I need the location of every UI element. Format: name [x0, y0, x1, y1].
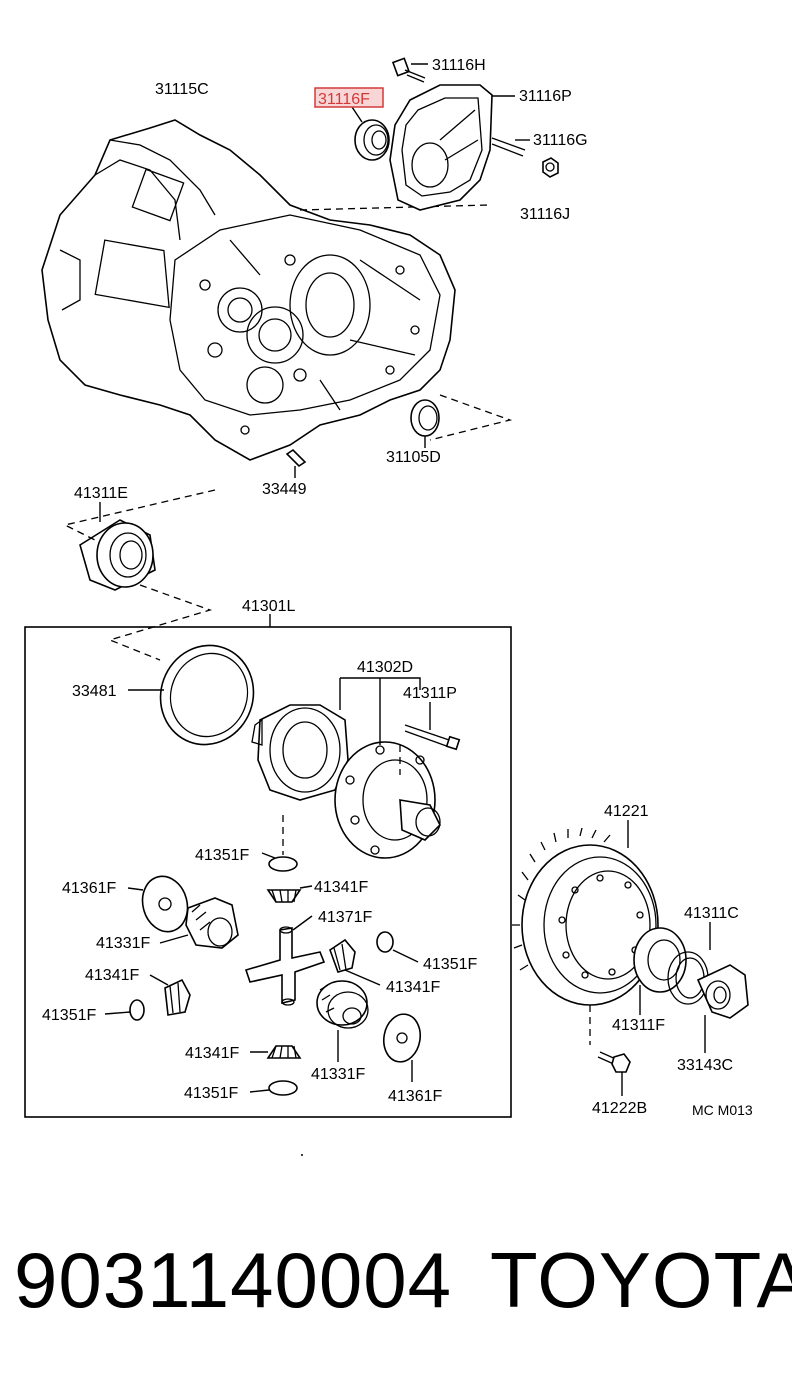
pinion-gear-41341f	[266, 1045, 302, 1059]
exploded-parts-diagram: 31115C 31116F 31116H 31116P 31116G 31116…	[24, 57, 753, 1156]
callout-41301l: 41301L	[242, 598, 295, 615]
pin-41311p	[404, 724, 461, 751]
callout-41351f: 41351F	[184, 1085, 238, 1102]
callout-31116j: 31116J	[520, 206, 570, 223]
callout-41221: 41221	[604, 803, 649, 820]
pinion-gear-41341f	[266, 889, 302, 903]
callout-33449: 33449	[262, 481, 307, 498]
callout-41341f: 41341F	[85, 967, 139, 984]
side-gear-41331f	[185, 897, 239, 949]
callout-31115c: 31115C	[155, 81, 209, 98]
callout-31116g: 31116G	[533, 132, 588, 149]
alignment-line	[429, 394, 513, 441]
differential-kit-box	[24, 626, 512, 1118]
caption-row: 9031140004 TOYOTA	[0, 1230, 792, 1330]
thrust-washer-41351f	[268, 1080, 298, 1096]
bolt-31116h	[391, 57, 426, 83]
oil-seal-31116f	[354, 119, 390, 161]
stray-dot	[301, 1154, 303, 1156]
thrust-washer-41361f	[141, 875, 189, 933]
callout-41331f: 41331F	[96, 935, 150, 952]
callout-41351f: 41351F	[195, 847, 249, 864]
leader-line	[392, 949, 419, 963]
brand-caption: TOYOTA	[490, 1236, 792, 1324]
thrust-washer-41351f	[376, 931, 394, 953]
callout-41311e: 41311E	[74, 485, 128, 502]
leader-line	[159, 934, 189, 944]
callout-41361f: 41361F	[62, 880, 116, 897]
callout-31116p: 31116P	[519, 88, 572, 105]
bolt-41222b	[597, 1051, 631, 1073]
pinion-shaft-41371f	[244, 926, 326, 1006]
ring-gear-41221	[512, 827, 659, 1006]
callout-31116h: 31116H	[432, 57, 486, 74]
alignment-line	[108, 584, 213, 661]
cover-plate-31116p	[389, 84, 493, 211]
highlight-box-31116f	[314, 87, 384, 108]
bearing-41311c	[633, 927, 687, 993]
side-gear-41331f	[316, 980, 369, 1029]
nut-31116j	[542, 157, 559, 178]
callout-41341f: 41341F	[314, 879, 368, 896]
leader-line	[340, 677, 421, 690]
callout-33143c: 33143C	[677, 1057, 733, 1074]
diagram-code: MC M013	[692, 1102, 753, 1118]
alignment-line	[299, 204, 491, 211]
callout-41311p: 41311P	[403, 685, 457, 702]
callout-41361f: 41361F	[388, 1088, 442, 1105]
callout-41341f: 41341F	[386, 979, 440, 996]
leader-line	[104, 1011, 131, 1015]
callout-41351f: 41351F	[423, 956, 477, 973]
differential-case-41302d	[251, 704, 349, 801]
callout-41331f: 41331F	[311, 1066, 365, 1083]
leader-line	[299, 885, 313, 889]
callout-41351f: 41351F	[42, 1007, 96, 1024]
leader-line	[149, 974, 169, 986]
leader-line	[249, 1089, 270, 1093]
thrust-washer-41351f	[268, 856, 298, 872]
callout-41341f: 41341F	[185, 1045, 239, 1062]
stud-31116g	[491, 137, 526, 157]
oil-seal-31105d	[410, 399, 440, 437]
callout-31116f-highlighted: 31116F	[318, 91, 370, 108]
pinion-gear-41341f	[329, 938, 356, 973]
leader-line	[292, 915, 313, 931]
bearing-41311e	[79, 519, 156, 591]
callout-33481: 33481	[72, 683, 117, 700]
ring-33481	[159, 644, 255, 746]
leader-line	[261, 852, 276, 859]
pin-33449	[285, 448, 307, 468]
leader-line	[344, 969, 381, 986]
callout-31105d: 31105D	[386, 449, 441, 466]
oil-seal-33143c	[696, 964, 749, 1019]
differential-case-flange-41302d	[334, 741, 441, 859]
alignment-line	[63, 489, 216, 541]
leader-line	[127, 887, 144, 891]
callout-41371f: 41371F	[318, 909, 372, 926]
part-number-caption: 9031140004	[14, 1236, 453, 1324]
callout-41222b: 41222B	[592, 1100, 647, 1117]
callout-41311f: 41311F	[612, 1017, 665, 1034]
thrust-washer-41351f	[129, 999, 145, 1021]
pinion-gear-41341f	[164, 978, 191, 1016]
callout-41302d: 41302D	[357, 659, 413, 676]
thrust-washer-41361f	[382, 1013, 422, 1063]
callout-41311c: 41311C	[684, 905, 739, 922]
transaxle-case	[41, 119, 456, 461]
